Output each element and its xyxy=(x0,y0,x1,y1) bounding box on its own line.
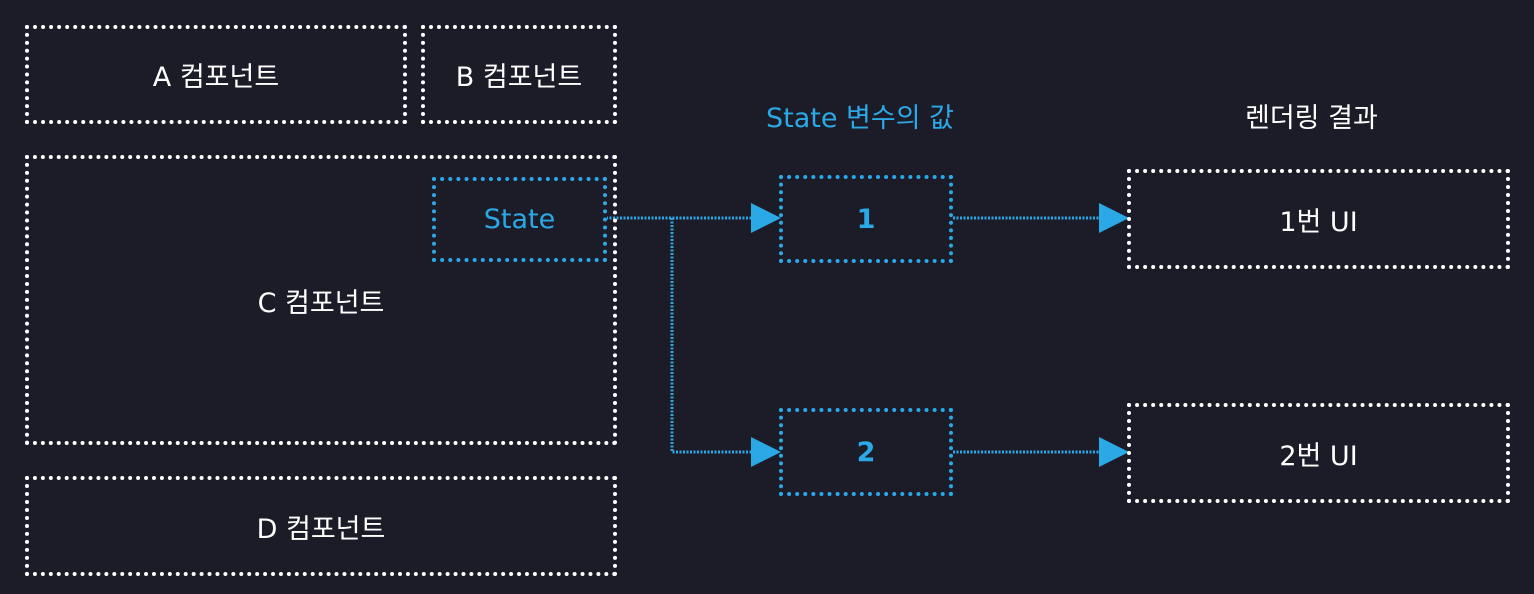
state-box: State xyxy=(432,177,607,262)
state-label: State xyxy=(483,204,556,235)
state-value-2-label: 2 xyxy=(856,436,876,468)
component-c-box: C 컴포넌트 xyxy=(25,155,617,445)
component-c-label: C 컴포넌트 xyxy=(257,287,385,319)
render-result-2-label: 2번 UI xyxy=(1279,440,1358,472)
component-a-box: A 컴포넌트 xyxy=(25,25,407,124)
component-d-label: D 컴포넌트 xyxy=(256,513,386,545)
state-value-heading: State 변수의 값 xyxy=(766,103,954,134)
component-a-label: A 컴포넌트 xyxy=(152,62,280,93)
render-result-heading: 렌더링 결과 xyxy=(1245,103,1378,134)
component-d-box: D 컴포넌트 xyxy=(25,476,617,576)
component-b-label: B 컴포넌트 xyxy=(455,62,583,93)
state-value-2-box: 2 xyxy=(779,408,953,496)
state-value-1-box: 1 xyxy=(779,175,953,263)
component-b-box: B 컴포넌트 xyxy=(421,25,617,124)
render-result-1-box: 1번 UI xyxy=(1127,169,1510,269)
render-result-1-label: 1번 UI xyxy=(1279,206,1358,238)
render-result-2-box: 2번 UI xyxy=(1127,403,1510,503)
arrow-state-to-value-2 xyxy=(670,218,781,467)
state-value-1-label: 1 xyxy=(856,203,876,235)
